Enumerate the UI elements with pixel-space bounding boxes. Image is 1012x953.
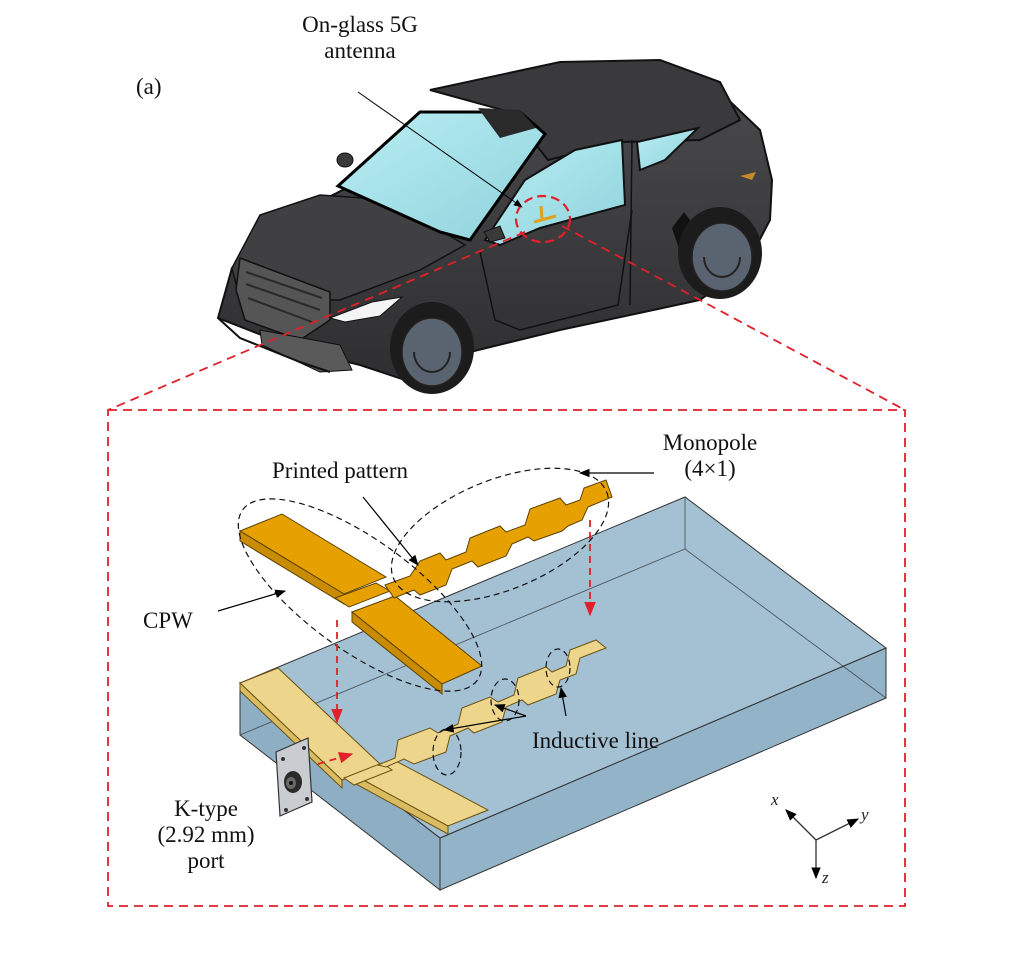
headlight: [328, 296, 404, 323]
cpw-label: CPW: [143, 608, 193, 633]
detail-frame: [107, 409, 906, 907]
cpw-ellipse: [237, 498, 483, 692]
coordinate-axes-icon: [785, 809, 860, 880]
inductive-line-label: Inductive line: [532, 728, 660, 753]
on-glass-antenna-mark: [533, 205, 557, 224]
inductive-ellipse-1: [432, 728, 462, 776]
side-window-rear: [635, 126, 702, 172]
antenna-label: On-glass 5G antenna: [290, 12, 430, 64]
windshield: [335, 110, 548, 242]
port-label-line3: port: [187, 848, 225, 873]
printed-pattern-exploded: [238, 479, 613, 696]
cpw-leader: [217, 589, 287, 612]
antenna-highlight-circle: [514, 194, 572, 244]
port-label-line1: K-type: [174, 796, 238, 821]
annotation-ellipses: [237, 467, 610, 776]
rear-wheel: [678, 207, 762, 299]
monopole-ellipse: [390, 467, 610, 603]
monopole-label: Monopole (4×1): [650, 430, 770, 482]
antenna-leader-line: [357, 91, 523, 208]
inductive-ellipse-3: [545, 648, 571, 688]
axis-label-y: y: [861, 805, 869, 824]
monopole-label-line2: (4×1): [684, 456, 736, 481]
axis-label-z: z: [822, 868, 829, 887]
side-window-front: [483, 138, 627, 247]
car-illustration: [216, 58, 774, 394]
inductive-ellipse-2: [490, 678, 520, 722]
inductive-leader-3: [558, 686, 567, 717]
antenna-label-line2: antenna: [324, 38, 396, 63]
printed-pattern-leader: [362, 496, 419, 566]
inductive-leader-1: [442, 715, 527, 733]
sma-connector-icon: [275, 737, 313, 817]
monopole-label-line1: Monopole: [662, 430, 758, 455]
projection-arrows: [317, 520, 596, 765]
antenna-label-line1: On-glass 5G: [302, 12, 418, 37]
inductive-leader-2: [493, 704, 527, 717]
axis-label-x: x: [771, 790, 779, 809]
panel-label-a: (a): [136, 74, 162, 99]
zoom-callout: [107, 225, 906, 907]
leader-lines: [217, 468, 654, 733]
printed-pattern-label: Printed pattern: [272, 458, 409, 483]
printed-pattern-lower: [239, 639, 607, 835]
port-label-line2: (2.92 mm): [157, 822, 255, 847]
front-wheel: [390, 302, 474, 394]
port-label: K-type (2.92 mm) port: [150, 796, 262, 874]
